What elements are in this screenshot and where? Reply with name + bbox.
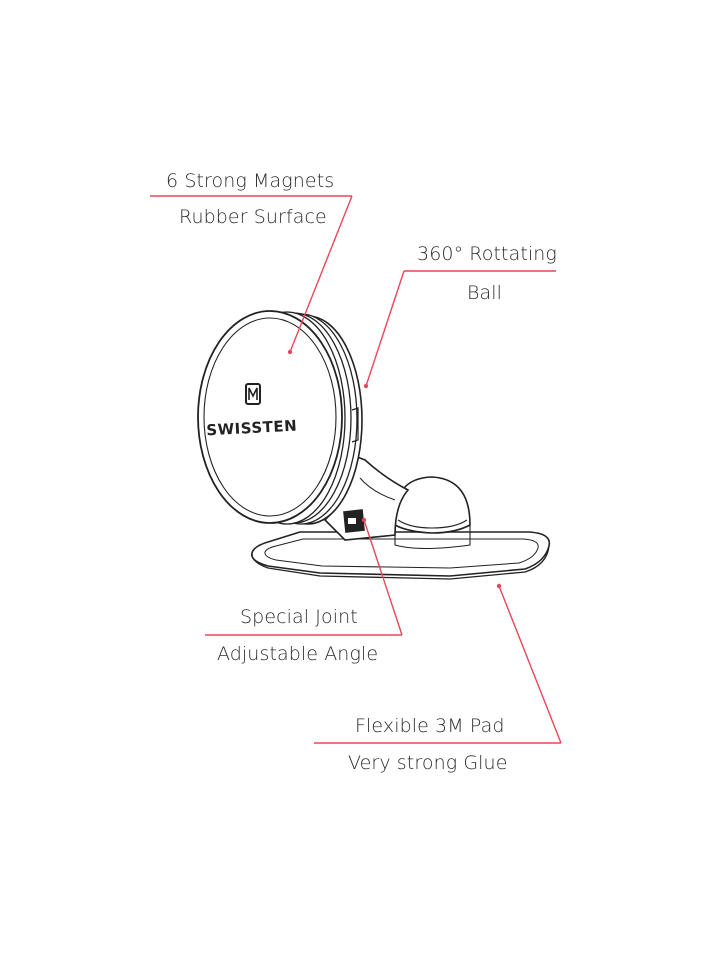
joint-callout-line1: Special Joint [240, 606, 358, 628]
rotating-ball [394, 476, 471, 550]
ball-leader-pointer [365, 270, 405, 387]
adhesive-pad [251, 531, 551, 580]
joint-leader-pointer [363, 519, 403, 636]
ball-callout-line1: 360° Rottating [417, 243, 557, 265]
magnets-leader-pointer [289, 195, 353, 353]
pad-callout-line1: Flexible 3M Pad [355, 715, 505, 737]
leader-endpoints [287, 349, 502, 589]
pad-leader-pointer [498, 585, 562, 744]
leader-lines [150, 195, 562, 744]
swissten-logo-icon [245, 383, 261, 405]
ball-callout-line2: Ball [467, 282, 503, 304]
magnetic-head [197, 310, 363, 525]
magnets-callout-line1: 6 Strong Magnets [166, 170, 335, 192]
pad-callout-line2: Very strong Glue [348, 752, 508, 774]
brand-logo-text: SWISSTEN [206, 417, 298, 440]
magnets-callout-line2: Rubber Surface [179, 206, 327, 228]
joint-callout-line2: Adjustable Angle [217, 643, 379, 665]
